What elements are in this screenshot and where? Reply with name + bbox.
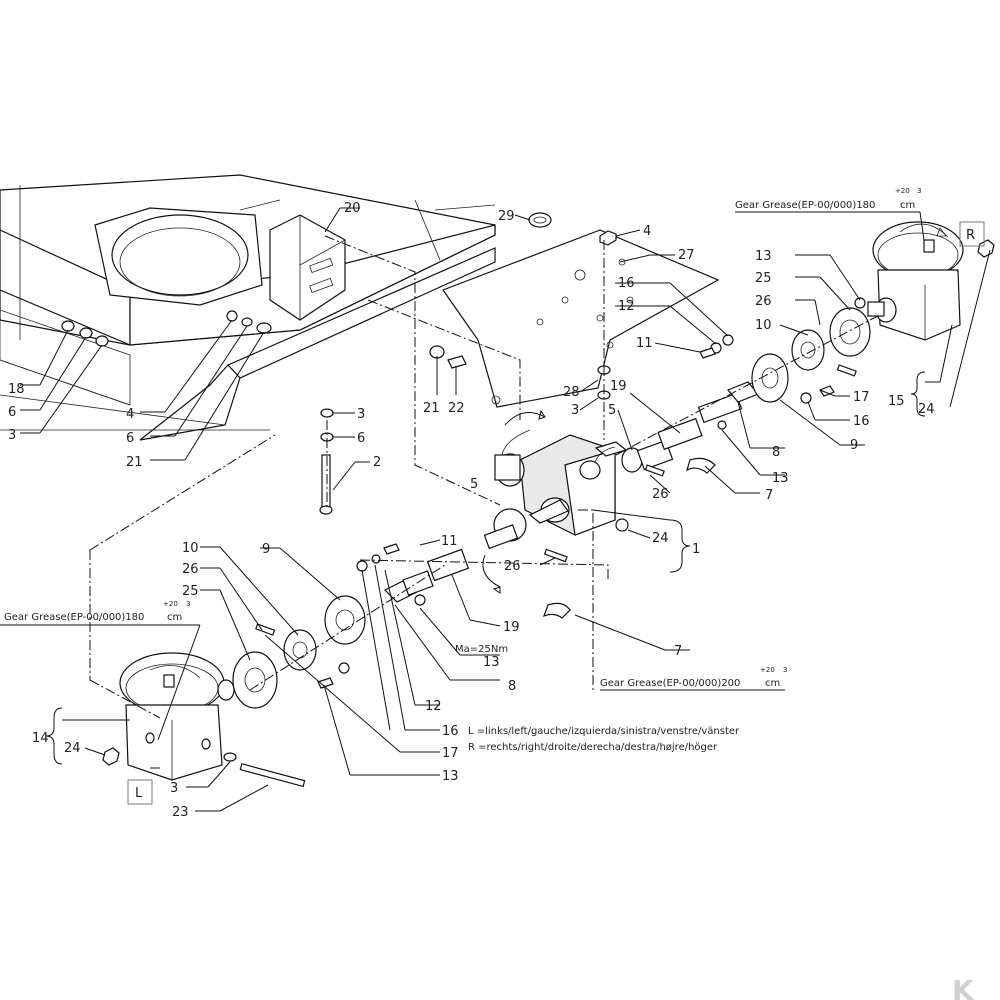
- callout-16: 16: [853, 414, 870, 429]
- callout-13: 13: [772, 471, 789, 486]
- callout-18: 18: [8, 382, 25, 397]
- bolt-2: [319, 408, 334, 515]
- right-gearbox-15: [867, 221, 995, 341]
- svg-text:3: 3: [917, 187, 921, 195]
- callout-26: 26: [182, 562, 199, 577]
- svg-text:L: L: [135, 786, 143, 801]
- callout-3: 3: [8, 428, 16, 443]
- svg-text:Gear Grease(EP-00/000)180: Gear Grease(EP-00/000)180: [735, 200, 875, 211]
- callout-15: 15: [888, 394, 905, 409]
- callout-13: 13: [483, 655, 500, 670]
- callout-3: 3: [571, 403, 579, 418]
- callout-7: 7: [765, 488, 773, 503]
- grease-note-left: Gear Grease(EP-00/000)180 cm +20 3: [4, 600, 190, 623]
- callout-3: 3: [170, 781, 178, 796]
- callout-16: 16: [618, 276, 635, 291]
- frame-hardware: [61, 310, 467, 369]
- torque-note: Ma=25Nm: [455, 644, 508, 655]
- callout-9: 9: [850, 438, 858, 453]
- rotation-arrows: [482, 409, 546, 594]
- callout-9: 9: [262, 542, 270, 557]
- callout-5: 5: [470, 477, 478, 492]
- callout-labels: 18 6 3 4 6 21 20 21 22 3 6 2 29 4 27 16 …: [8, 201, 935, 820]
- svg-text:3: 3: [186, 600, 190, 608]
- svg-text:cm: cm: [900, 200, 915, 211]
- callout-22: 22: [448, 401, 465, 416]
- callout-16: 16: [442, 724, 459, 739]
- callout-5: 5: [608, 403, 616, 418]
- callout-1: 1: [692, 542, 700, 557]
- callout-29: 29: [498, 209, 515, 224]
- callout-12: 12: [618, 299, 635, 314]
- callout-26: 26: [652, 487, 669, 502]
- callout-10: 10: [755, 318, 772, 333]
- callout-11: 11: [441, 534, 458, 549]
- callout-24: 24: [64, 741, 81, 756]
- callout-17: 17: [442, 746, 459, 761]
- callout-4: 4: [643, 224, 651, 239]
- callout-13: 13: [442, 769, 459, 784]
- svg-text:K: K: [952, 974, 975, 1000]
- callout-11: 11: [636, 336, 653, 351]
- svg-text:Gear Grease(EP-00/000)180: Gear Grease(EP-00/000)180: [4, 612, 144, 623]
- svg-text:cm: cm: [167, 612, 182, 623]
- leader-lines: [0, 207, 991, 812]
- bracket-20: [269, 214, 346, 321]
- callout-3: 3: [357, 407, 365, 422]
- callout-4: 4: [126, 407, 134, 422]
- callout-21: 21: [423, 401, 440, 416]
- coupling-group-right: [751, 297, 871, 404]
- cover-plate-27: [442, 229, 720, 408]
- right-side-box: R: [959, 221, 985, 247]
- svg-text:Gear Grease(EP-00/000)200: Gear Grease(EP-00/000)200: [600, 678, 740, 689]
- svg-text:+20: +20: [895, 187, 910, 195]
- callout-20: 20: [344, 201, 361, 216]
- callout-19: 19: [610, 379, 627, 394]
- callout-25: 25: [182, 584, 199, 599]
- callout-26: 26: [755, 294, 772, 309]
- coupling-group-left: [232, 543, 571, 788]
- callout-8: 8: [772, 445, 780, 460]
- callout-7: 7: [674, 644, 682, 659]
- legend-left: L =links/left/gauche/izquierda/sinistra/…: [468, 726, 740, 737]
- callout-24: 24: [652, 531, 669, 546]
- callout-17: 17: [853, 390, 870, 405]
- callout-2: 2: [373, 455, 381, 470]
- callout-26: 26: [504, 559, 521, 574]
- grease-note-right: Gear Grease(EP-00/000)180 cm +20 3: [735, 187, 921, 211]
- callout-28: 28: [563, 385, 580, 400]
- callout-24: 24: [918, 402, 935, 417]
- svg-text:cm: cm: [765, 678, 780, 689]
- left-side-box: L: [127, 779, 153, 805]
- svg-text:R: R: [966, 228, 975, 243]
- svg-text:3: 3: [783, 666, 787, 674]
- callout-6: 6: [357, 431, 365, 446]
- callout-6: 6: [8, 405, 16, 420]
- brand-logo-icon: K: [952, 974, 975, 1000]
- svg-text:+20: +20: [760, 666, 775, 674]
- callout-21: 21: [126, 455, 143, 470]
- legend-right: R =rechts/right/droite/derecha/destra/hø…: [468, 742, 718, 753]
- callout-13: 13: [755, 249, 772, 264]
- callout-6: 6: [126, 431, 134, 446]
- grease-note-center: Gear Grease(EP-00/000)200 cm +20 3: [600, 666, 787, 689]
- left-gearbox-14: [102, 652, 237, 781]
- callout-27: 27: [678, 248, 695, 263]
- svg-text:+20: +20: [163, 600, 178, 608]
- frame-assembly: [0, 174, 496, 441]
- callout-10: 10: [182, 541, 199, 556]
- callout-19: 19: [503, 620, 520, 635]
- callout-12: 12: [425, 699, 442, 714]
- callout-8: 8: [508, 679, 516, 694]
- shaft-parts-center: [483, 381, 759, 563]
- callout-25: 25: [755, 271, 772, 286]
- callout-14: 14: [32, 731, 49, 746]
- callout-23: 23: [172, 805, 189, 820]
